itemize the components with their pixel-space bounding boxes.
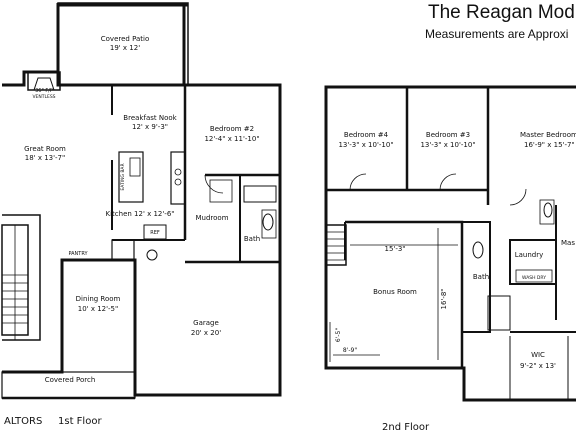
wic-name: WIC (531, 351, 545, 359)
fireplace-box (27, 71, 61, 91)
refrigerator (143, 224, 167, 240)
bonus-depth-label: 16'-8" (440, 288, 448, 309)
first-floor-labels: Covered Patio 19' x 12' 36" F/P VENTLESS… (4, 35, 260, 427)
covered-patio-dims: 19' x 12' (110, 44, 140, 52)
breakfast-nook-dims: 12' x 9'-3" (132, 123, 168, 131)
bedroom4-door-swing (349, 173, 367, 191)
bath-first-label: Bath (244, 235, 260, 243)
dining-room-dims: 10' x 12'-5" (78, 305, 118, 313)
second-floor-stairs (325, 224, 347, 266)
washer-dryer (515, 269, 553, 283)
hall-bath-label: Bath (473, 273, 489, 281)
first-floor-stairs (1, 224, 29, 340)
wash-dry-label: WASH DRY (522, 275, 546, 281)
master-vanity (539, 199, 555, 225)
kitchen-island (118, 151, 144, 203)
eating-bar-label: EATING BAR (120, 163, 126, 190)
garage-name: Garage (193, 319, 219, 327)
pantry-label: PANTRY (68, 251, 88, 257)
bedroom2-name: Bedroom #2 (210, 125, 254, 133)
watermark-text: ALTORS (4, 416, 42, 427)
bedroom2-dims: 12'-4" x 11'-10" (204, 135, 259, 143)
kitchen-counter-right (170, 151, 186, 205)
range-burner-1 (174, 168, 182, 176)
covered-patio-name: Covered Patio (101, 35, 150, 43)
breakfast-nook-name: Breakfast Nook (123, 114, 177, 122)
first-floor-walls (1, 2, 282, 400)
page-title: The Reagan Mod (428, 2, 575, 23)
first-floor-outer-wall (2, 70, 282, 397)
great-room-left-wall (2, 214, 41, 341)
bedroom3-name: Bedroom #3 (426, 131, 470, 139)
bonus-room-label: Bonus Room (373, 288, 417, 296)
bonus-width-label: 15'-3" (384, 245, 405, 253)
bedroom3-door-swing (439, 173, 457, 191)
hall-bath-tub (487, 295, 511, 331)
wic-dims: 9'-2" x 13' (520, 362, 556, 370)
master-bedroom-name: Master Bedroom (520, 131, 576, 139)
great-room-name: Great Room (24, 145, 66, 153)
second-floor-label: 2nd Floor (382, 422, 430, 432)
garage-dims: 20' x 20' (191, 329, 221, 337)
ref-label: REF (150, 230, 160, 236)
mudroom-bench (209, 179, 233, 203)
fireplace-firebox (33, 77, 55, 91)
master-toilet (543, 202, 553, 218)
page-subtitle: Measurements are Approxi (425, 27, 569, 41)
kitchen-name: Kitchen 12' x 12'-6" (106, 210, 175, 218)
mudroom-label: Mudroom (195, 214, 228, 222)
bedroom3-dims: 13'-3" x 10'-10" (420, 141, 475, 149)
master-bedroom-dims: 16'-9" x 15'-7" (524, 141, 575, 149)
hall-bath-toilet (472, 241, 484, 259)
laundry-label: Laundry (515, 251, 544, 259)
pantry-box (111, 239, 135, 261)
range-burner-2 (174, 178, 182, 186)
water-heater (146, 249, 158, 261)
second-floor-outer-wall (324, 85, 576, 402)
bonus-room-dimensions (329, 228, 458, 362)
bonus-step-w-label: 8'-9" (343, 347, 357, 354)
dining-room-name: Dining Room (76, 295, 121, 303)
hall-bath-outline (461, 221, 491, 333)
bonus-step-h-label: 6'-5" (335, 328, 342, 342)
bath-toilet (262, 213, 274, 231)
master-bath-label: Mas (561, 239, 575, 247)
covered-porch-label: Covered Porch (45, 376, 96, 384)
fireplace-label: 36" F/P (35, 88, 53, 94)
great-room-dims: 18' x 13'-7" (25, 154, 65, 162)
bath-vanity (261, 209, 277, 239)
bedroom4-name: Bedroom #4 (344, 131, 389, 139)
second-floor-labels: Bedroom #4 13'-3" x 10'-10" Bedroom #3 1… (335, 131, 576, 432)
bedroom2-door-swing (204, 174, 224, 194)
kitchen-sink (129, 157, 141, 177)
bedroom4-dims: 13'-3" x 10'-10" (338, 141, 393, 149)
first-floor-label: 1st Floor (58, 416, 102, 427)
fireplace-note: VENTLESS (32, 94, 55, 100)
bath-tub (243, 185, 277, 203)
second-floor-walls (324, 85, 576, 402)
master-door-swing (509, 188, 527, 206)
